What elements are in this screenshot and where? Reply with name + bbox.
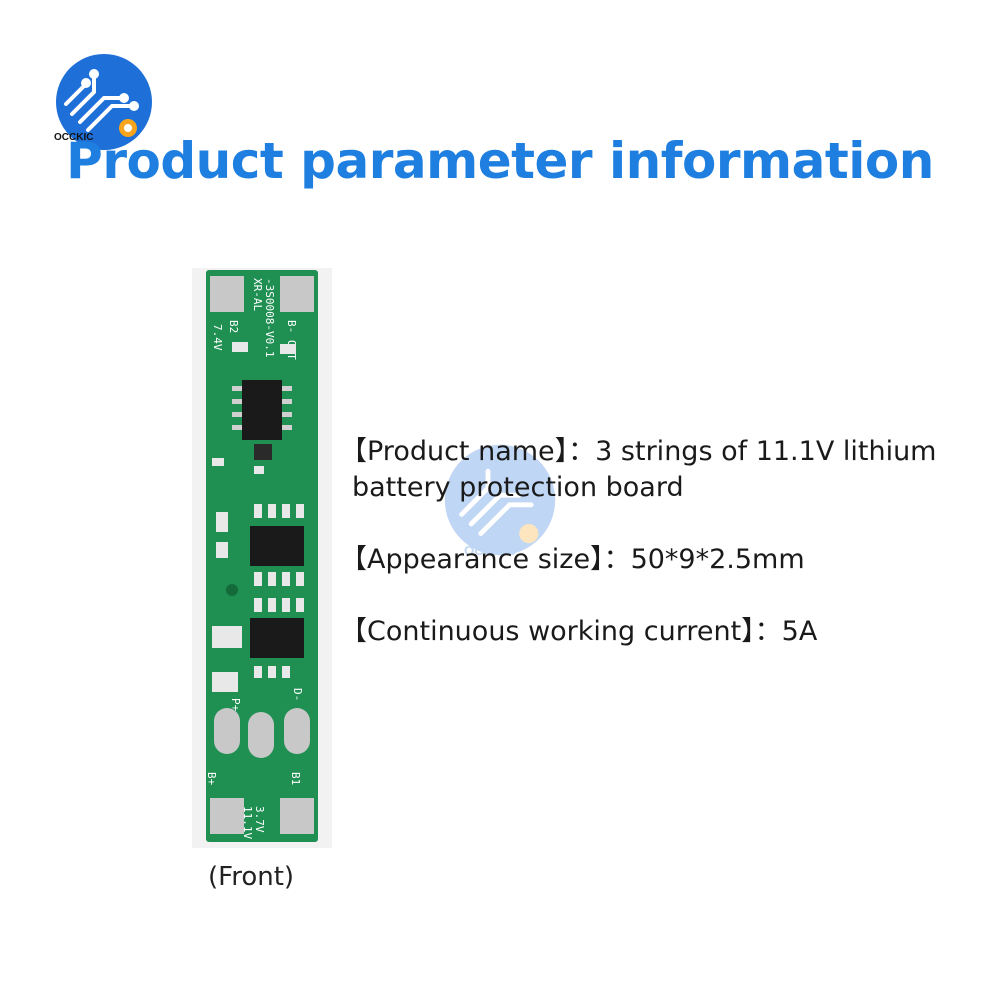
silk-b2: B2 [227, 320, 240, 333]
ic-chip-3 [250, 618, 304, 658]
watermark-logo-icon: OCCKIC [444, 444, 556, 558]
pad-bottom-left [210, 798, 244, 834]
spec-label: 【Appearance size】 [340, 544, 604, 575]
ic-chip-2 [250, 526, 304, 566]
page-title: Product parameter information [66, 132, 934, 190]
pad-top-right [280, 276, 314, 312]
brand-logo-text: OCCKIC [54, 132, 94, 143]
silk-b1: B1 [289, 772, 302, 785]
silk-11v1: 11.1V [241, 806, 254, 839]
spec-value: 5A [781, 616, 818, 647]
product-image: XR-AL -3S0008-V0.1 B- B2 OUT 7.4V P+ D- … [192, 268, 332, 848]
pcb-board: XR-AL -3S0008-V0.1 B- B2 OUT 7.4V P+ D- … [192, 268, 332, 848]
spec-label: 【Continuous working current】 [340, 616, 755, 647]
spec-list: 【Product name】：3 strings of 11.1V lithiu… [340, 434, 990, 650]
pad-top-left [210, 276, 244, 312]
spec-value: 50*9*2.5mm [630, 544, 805, 575]
ic-chip-1 [232, 380, 292, 440]
spec-value-continued: battery protection board [352, 472, 684, 503]
silk-b-minus: B- [285, 320, 298, 333]
silk-d-minus: D- [291, 688, 304, 701]
silk-3v7: 3.7V [253, 806, 266, 833]
silk-b-plus: B+ [205, 772, 218, 786]
spec-value: 3 strings of 11.1V lithium [595, 436, 937, 467]
svg-text:OCCKIC: OCCKIC [464, 543, 516, 558]
pad-bottom-right [280, 798, 314, 834]
silk-version: -3S0008-V0.1 [263, 278, 276, 357]
silk-model: XR-AL [251, 278, 264, 311]
spec-product-name: 【Product name】：3 strings of 11.1V lithiu… [340, 434, 990, 506]
silk-p-plus: P+ [229, 698, 242, 712]
spec-appearance-size: 【Appearance size】：50*9*2.5mm [340, 544, 805, 575]
spec-working-current: 【Continuous working current】：5A [340, 616, 818, 647]
silk-7v4: 7.4V [211, 324, 224, 351]
brand-logo-icon [56, 54, 152, 150]
image-caption: (Front) [208, 862, 295, 892]
spec-label: 【Product name】 [340, 436, 569, 467]
